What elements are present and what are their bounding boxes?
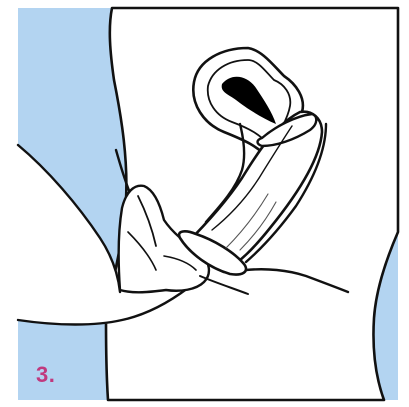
step-number: 3. [36,364,55,386]
